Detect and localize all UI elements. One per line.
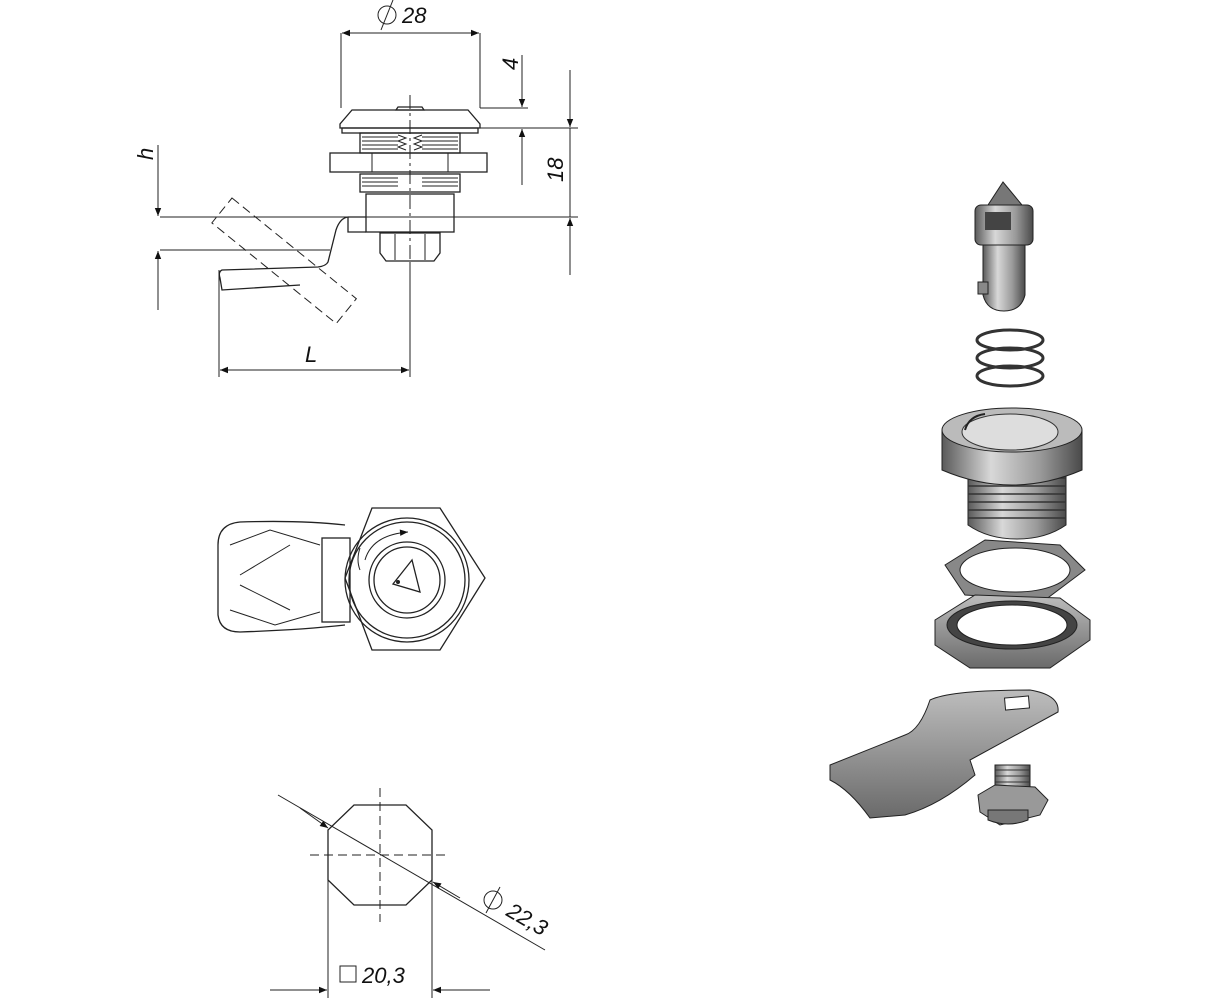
lock-body-part [941,407,1083,540]
washer-part [944,539,1086,601]
triangle-icon [391,558,421,593]
cam-part [829,689,1059,819]
exploded-view [829,181,1091,826]
screw-head [379,232,441,262]
side-view: 28 4 18 h L [133,0,578,377]
front-view [217,507,486,651]
square-20-3-label: 20,3 [361,963,406,988]
cam-rotated-position [211,197,358,325]
nut [329,152,488,173]
body [365,193,455,233]
length-L-label: L [305,342,317,367]
diameter-28-label: 28 [401,3,427,28]
cap-face [344,517,470,643]
diameter-22-3-label: 22,3 [502,897,553,941]
hex-nut [344,507,486,651]
square-profile [327,804,433,906]
offset-h-label: h [133,148,158,160]
spring-part [975,328,1045,388]
height-18-label: 18 [543,157,568,182]
rotation-arrow-icon [364,529,409,561]
handle [217,520,346,633]
nut-part [934,594,1091,669]
bottom-view: 22,3 20,3 [270,788,553,998]
cap-height-label: 4 [498,58,523,70]
thread-lower [359,173,461,193]
plug-part [974,181,1034,312]
screw-part [977,764,1049,826]
cam-arm [218,216,366,291]
